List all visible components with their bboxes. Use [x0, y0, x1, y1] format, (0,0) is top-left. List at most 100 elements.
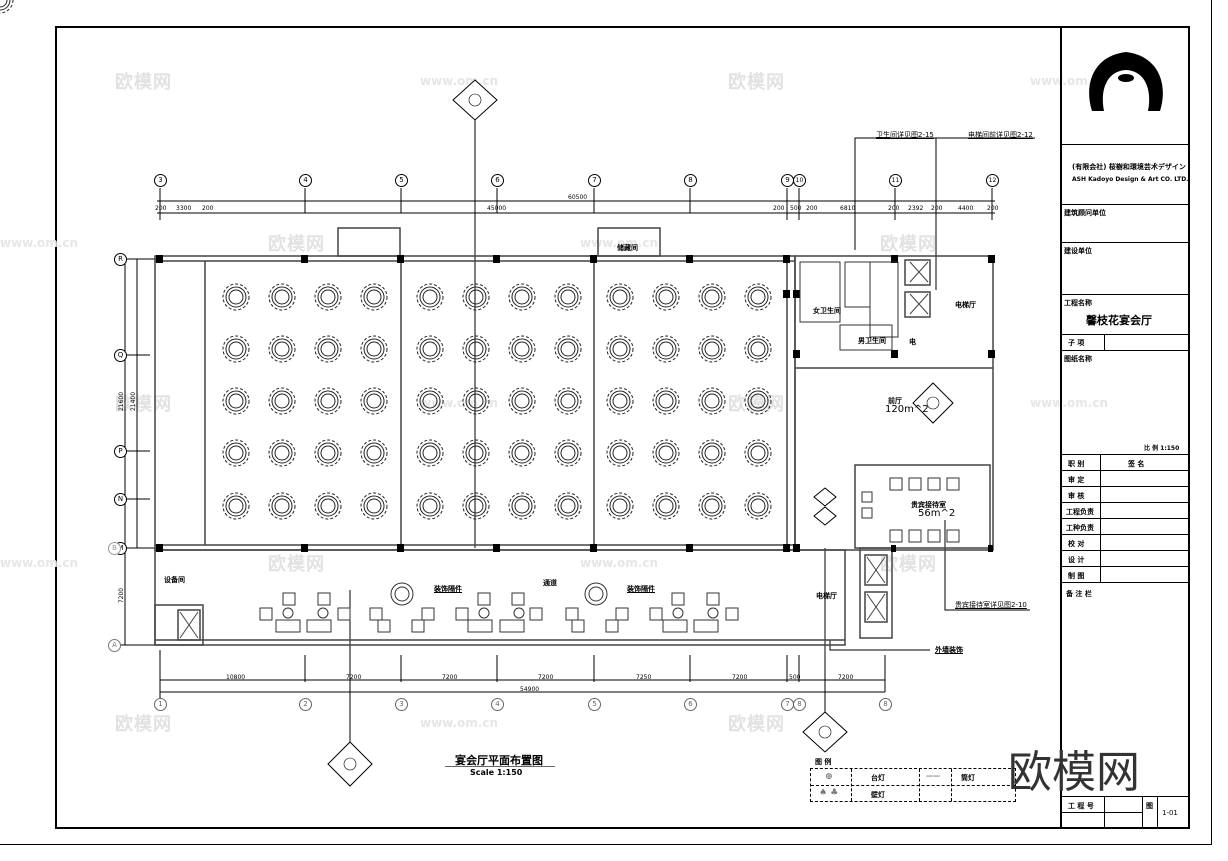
drawing-name-label: 图纸名称	[1064, 355, 1092, 363]
axis-bubble: 1	[154, 698, 167, 711]
remarks-label: 备 注 栏	[1066, 590, 1092, 598]
dim: 21400	[130, 391, 138, 412]
sign-row: 制 图	[1062, 567, 1190, 583]
client-cell: 建设单位	[1062, 243, 1190, 295]
design-unit-label: 建筑顾问单位	[1064, 209, 1106, 217]
dim-overall: 60500	[568, 194, 588, 201]
room-label: 外墙装饰	[935, 646, 963, 654]
room-label: 女卫生间	[813, 307, 841, 315]
drawing-name-cell: 图纸名称 比 例 1:150	[1062, 351, 1190, 455]
watermark: 欧模网	[880, 554, 937, 575]
callout-elevator-ref: 电梯间前详见图2-12	[968, 131, 1033, 139]
callout-vip-ref: 贵宾接待室详见图2-10	[955, 601, 1027, 609]
dim: 7200	[118, 587, 126, 604]
room-label: 男卫生间	[858, 337, 886, 345]
axis-bubble: 4	[491, 698, 504, 711]
room-label: 通道	[543, 579, 557, 587]
axis-bubble: 6	[491, 174, 504, 187]
role-label: 工种负责	[1066, 524, 1094, 532]
sign-header: 签 名	[1128, 460, 1145, 468]
watermark: 欧模网	[728, 394, 785, 415]
axis-bubble: R	[114, 253, 127, 266]
dim: 200	[888, 205, 900, 212]
axis-bubble: 3	[154, 174, 167, 187]
axis-bubble: P	[114, 445, 127, 458]
dim: 200	[806, 205, 818, 212]
legend-divider	[951, 769, 952, 801]
role-label: 校 对	[1068, 540, 1085, 548]
axis-bubble: N	[114, 493, 127, 506]
company-name-en: ASH Kadoyo Design & Art CO. LTD.	[1072, 176, 1189, 183]
axis-bubble: 6	[684, 698, 697, 711]
downlight-icon: ——	[926, 772, 940, 780]
divider	[1100, 567, 1101, 583]
axis-bubble: 7	[588, 174, 601, 187]
legend-divider	[811, 785, 1015, 786]
axis-bubble: A	[108, 639, 121, 652]
dim: 2392	[908, 205, 924, 212]
room-area: 120m^2	[885, 404, 929, 415]
dim: 21600	[118, 391, 126, 412]
dim: 7200	[538, 674, 554, 681]
watermark-url: www.om.cn	[0, 236, 79, 250]
axis-bubble: 4	[299, 174, 312, 187]
room-label: 设备间	[164, 576, 185, 584]
role-label: 审 核	[1068, 492, 1085, 500]
sheet-number: 1-01	[1162, 809, 1178, 817]
sign-row: 校 对	[1062, 535, 1190, 551]
axis-bubble: 12	[986, 174, 999, 187]
dim: 200	[773, 205, 785, 212]
watermark: 欧模网	[268, 554, 325, 575]
sub-item-cell: 子 项	[1062, 335, 1190, 351]
axis-bubble: 3	[395, 698, 408, 711]
dim: 200	[987, 205, 999, 212]
role-label: 制 图	[1068, 572, 1085, 580]
sheet-label: 图	[1146, 802, 1153, 810]
divider	[1100, 519, 1101, 535]
watermark-url: www.om.cn	[580, 556, 659, 570]
divider	[1104, 335, 1105, 351]
dim: 500	[789, 674, 801, 681]
watermark: 欧模网	[728, 714, 785, 735]
legend-table: ⊕ 台灯 —— 筒灯 ♠ ♣ 壁灯	[810, 768, 1016, 802]
company-name-cn: (有限会社) 桜樹和環境芸术デザイン	[1072, 163, 1186, 171]
room-label: 电	[909, 338, 916, 346]
watermark: 欧模网	[115, 394, 172, 415]
role-label: 设 计	[1068, 556, 1085, 564]
divider	[1142, 797, 1143, 827]
axis-bubble: 8	[793, 698, 806, 711]
drawing-border-outer	[0, 0, 1212, 845]
room-label: 储藏间	[617, 244, 638, 252]
watermark: 欧模网	[115, 72, 172, 93]
title-underline	[445, 766, 555, 767]
legend-title: 图 例	[815, 758, 832, 766]
divider	[1100, 535, 1101, 551]
dim: 200	[202, 205, 214, 212]
sign-row: 审 核	[1062, 487, 1190, 503]
client-label: 建设单位	[1064, 247, 1092, 255]
project-label: 工程名称	[1064, 299, 1092, 307]
divider	[1100, 455, 1101, 471]
axis-bubble: B	[108, 542, 121, 555]
axis-bubble: 11	[889, 174, 902, 187]
watermark-url: www.om.cn	[420, 716, 499, 730]
project-cell: 工程名称 馨枝花宴会厅	[1062, 295, 1190, 335]
legend-label: 壁灯	[871, 791, 885, 799]
watermark-url: www.om.cn	[1030, 396, 1109, 410]
watermark: 欧模网	[115, 714, 172, 735]
design-unit-cell: 建筑顾问单位	[1062, 205, 1190, 243]
wall-lamp-icon: ♠ ♣	[819, 788, 839, 798]
legend-divider	[851, 769, 852, 801]
axis-bubble: 10	[793, 174, 806, 187]
role-label: 工程负责	[1066, 508, 1094, 516]
axis-bubble: 2	[299, 698, 312, 711]
role-header: 职 别	[1068, 460, 1085, 468]
drawing-scale: Scale 1:150	[470, 768, 523, 777]
sign-row: 工程负责	[1062, 503, 1190, 519]
axis-bubble: 8	[879, 698, 892, 711]
dim: 7250	[636, 674, 652, 681]
axis-bubble: 5	[588, 698, 601, 711]
axis-bubble: 5	[395, 174, 408, 187]
divider	[1100, 487, 1101, 503]
